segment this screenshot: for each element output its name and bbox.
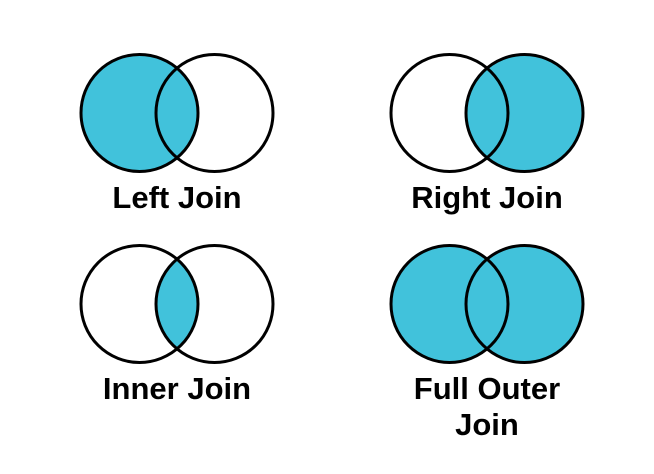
left-join-label: Left Join bbox=[112, 180, 242, 215]
right-join-venn bbox=[389, 53, 585, 173]
inner-join-figure: Inner Join bbox=[37, 241, 317, 407]
full-outer-join-venn bbox=[389, 244, 585, 364]
left-join-figure: Left Join bbox=[37, 50, 317, 216]
inner-join-label: Inner Join bbox=[102, 371, 252, 406]
inner-join-venn bbox=[79, 244, 275, 364]
left-join-venn bbox=[79, 53, 275, 173]
full-outer-join-label: Full Outer Join bbox=[413, 371, 561, 442]
full-outer-join-figure: Full Outer Join bbox=[347, 241, 627, 443]
right-join-label: Right Join bbox=[411, 180, 563, 215]
right-join-figure: Right Join bbox=[347, 50, 627, 216]
